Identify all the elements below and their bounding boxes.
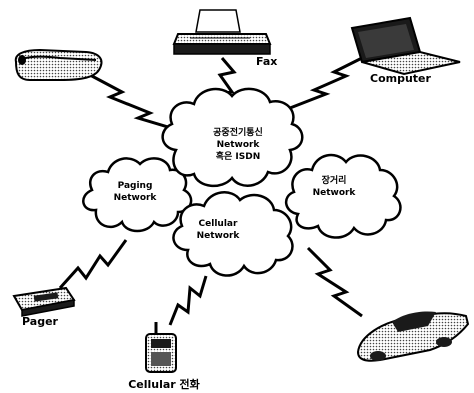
- cloud-paging-network: Paging Network: [82, 157, 193, 233]
- cellular-network-line1: Cellular: [199, 219, 238, 229]
- cellular-phone-icon: [145, 322, 177, 373]
- telephone-handset-icon: [14, 48, 103, 81]
- link-cellular-phone: [168, 275, 208, 326]
- paging-network-line1: Paging: [118, 181, 153, 191]
- pstn-network-line1: 공중전기통신: [213, 126, 263, 138]
- cloud-pstn-isdn-network: 공중전기통신 Network 혹은 ISDN: [161, 87, 304, 187]
- computer-label: Computer: [370, 72, 432, 85]
- link-satellite-phone: [89, 73, 189, 135]
- fax-machine-icon: [172, 9, 272, 55]
- long-distance-network-line2: Network: [313, 188, 357, 198]
- link-computer: [289, 56, 363, 110]
- link-pager: [58, 239, 128, 290]
- pstn-network-line2: Network: [217, 140, 261, 150]
- car-icon: [356, 311, 470, 362]
- fax-label: Fax: [256, 55, 277, 68]
- paging-network-line2: Network: [114, 193, 158, 203]
- pstn-network-line3: 혹은 ISDN: [216, 150, 261, 162]
- pager-icon: [12, 286, 76, 317]
- wireless-links: [58, 56, 363, 326]
- pager-label: Pager: [22, 315, 59, 328]
- cloud-long-distance-network: 장거리 Network: [285, 153, 402, 239]
- laptop-computer-icon: [350, 16, 461, 76]
- long-distance-network-line1: 장거리: [322, 174, 347, 186]
- cellular-phone-label: Cellular 전화: [128, 377, 200, 391]
- link-car: [306, 246, 363, 318]
- cloud-cellular-network: Cellular Network: [172, 191, 294, 277]
- cellular-network-line2: Network: [197, 231, 241, 241]
